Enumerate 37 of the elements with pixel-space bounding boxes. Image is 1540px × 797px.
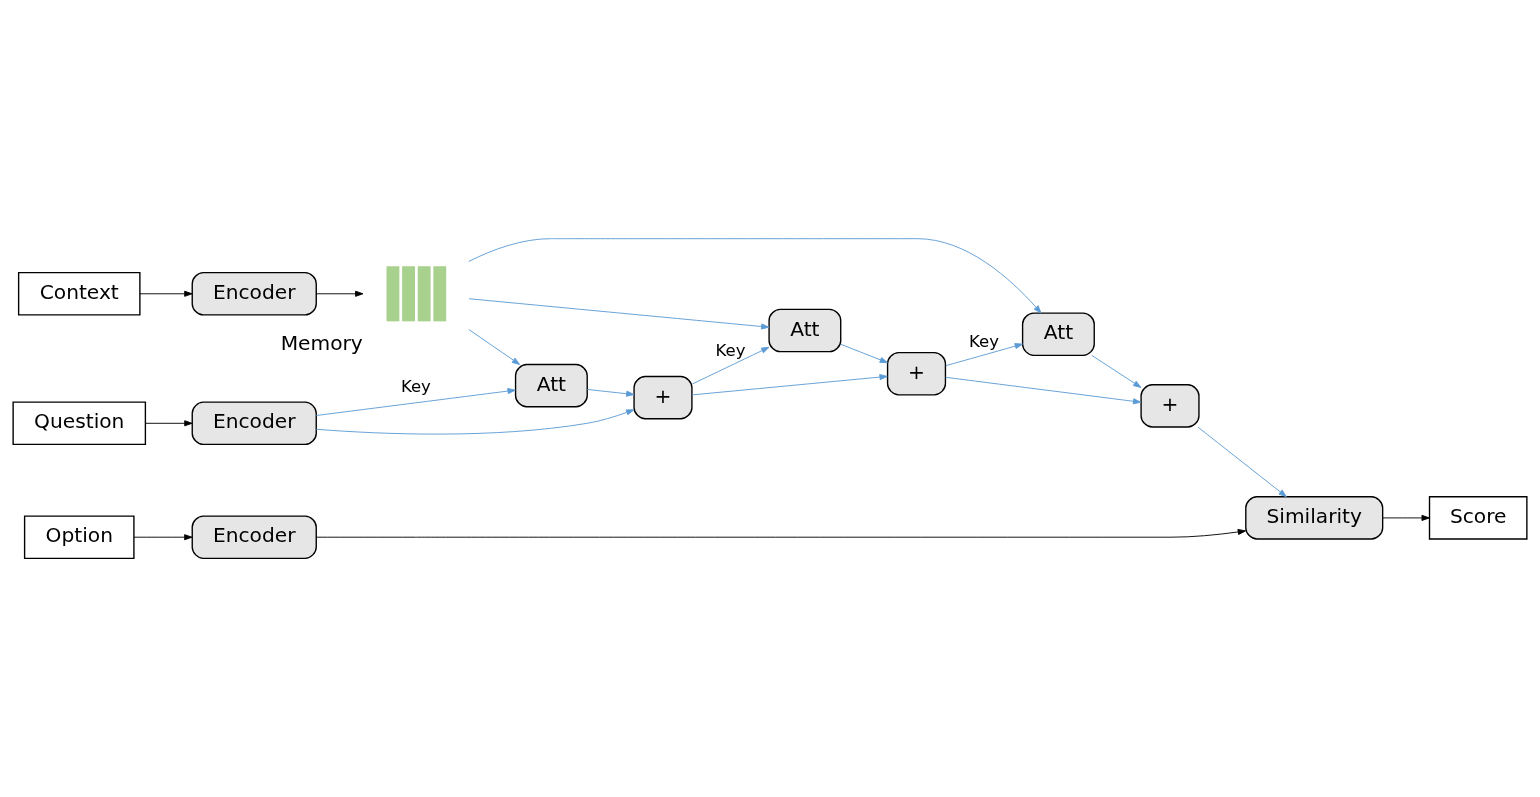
- node-box: Context: [17, 271, 141, 316]
- arrow: [315, 528, 1246, 538]
- arrow: [1091, 355, 1142, 388]
- node-box: +: [886, 351, 947, 396]
- node-box: Encoder: [191, 401, 317, 446]
- node-box: Encoder: [191, 515, 317, 560]
- edge-label: Key: [400, 376, 431, 396]
- arrow: [1382, 514, 1430, 521]
- arrow: [468, 298, 770, 330]
- node-label: Memory: [280, 331, 363, 356]
- arrow: [840, 343, 888, 364]
- arrow: [133, 534, 193, 541]
- arrow: [691, 346, 770, 385]
- node-box: Score: [1428, 496, 1528, 540]
- arrow: [145, 420, 193, 427]
- edge-label: Key: [969, 331, 999, 351]
- arrow: [945, 376, 1142, 405]
- node-box: Question: [12, 401, 147, 446]
- arrow: [586, 389, 635, 397]
- node-box: Att: [1021, 312, 1095, 356]
- arrow: [468, 238, 1042, 314]
- arrow: [468, 329, 521, 365]
- node-box: Option: [23, 515, 135, 560]
- arrow: [1197, 426, 1287, 498]
- edge-label: Key: [715, 340, 746, 360]
- node-box: Att: [768, 308, 842, 353]
- node-box: +: [633, 375, 693, 420]
- arrow: [315, 409, 635, 435]
- node-box: Similarity: [1245, 496, 1384, 540]
- arrow: [315, 388, 516, 416]
- node-box: Att: [514, 363, 588, 408]
- arrow: [945, 343, 1023, 367]
- node-box: Encoder: [191, 271, 317, 316]
- arrow: [316, 290, 364, 297]
- arrow: [139, 290, 193, 297]
- arrow: [691, 374, 888, 396]
- node-box: +: [1140, 384, 1200, 428]
